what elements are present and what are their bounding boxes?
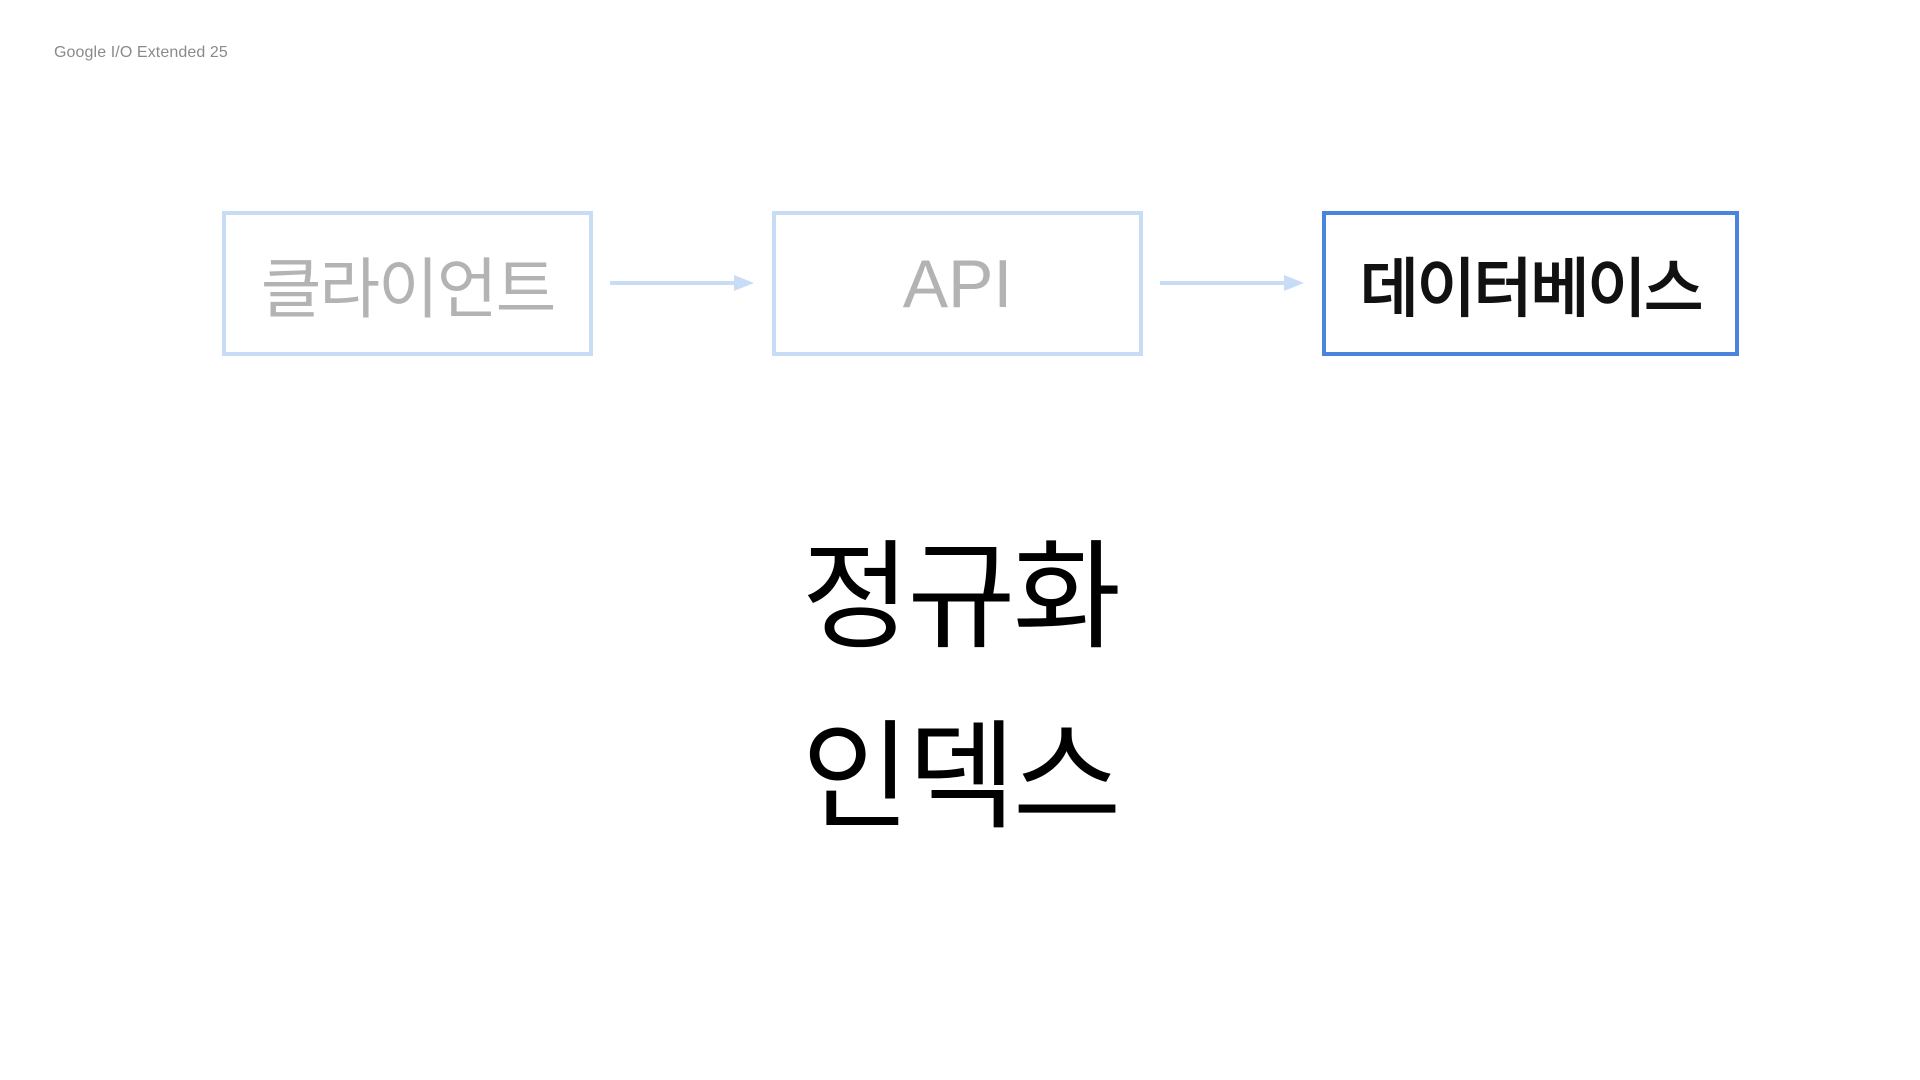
flow-step-api-label: API [902,245,1013,322]
arrow-right-icon [1160,275,1304,291]
flow-step-database: 데이터베이스 [1322,211,1739,356]
topic-normalization: 정규화 [801,528,1122,666]
flow-step-client: 클라이언트 [222,211,593,356]
topic-index: 인덱스 [801,708,1122,846]
flow-step-client-label: 클라이언트 [260,250,557,328]
flow-step-api: API [772,211,1143,356]
footer-brand: Google I/O Extended 25 [54,44,228,61]
arrow-right-icon [610,275,754,291]
flow-step-database-label: 데이터베이스 [1359,252,1703,327]
